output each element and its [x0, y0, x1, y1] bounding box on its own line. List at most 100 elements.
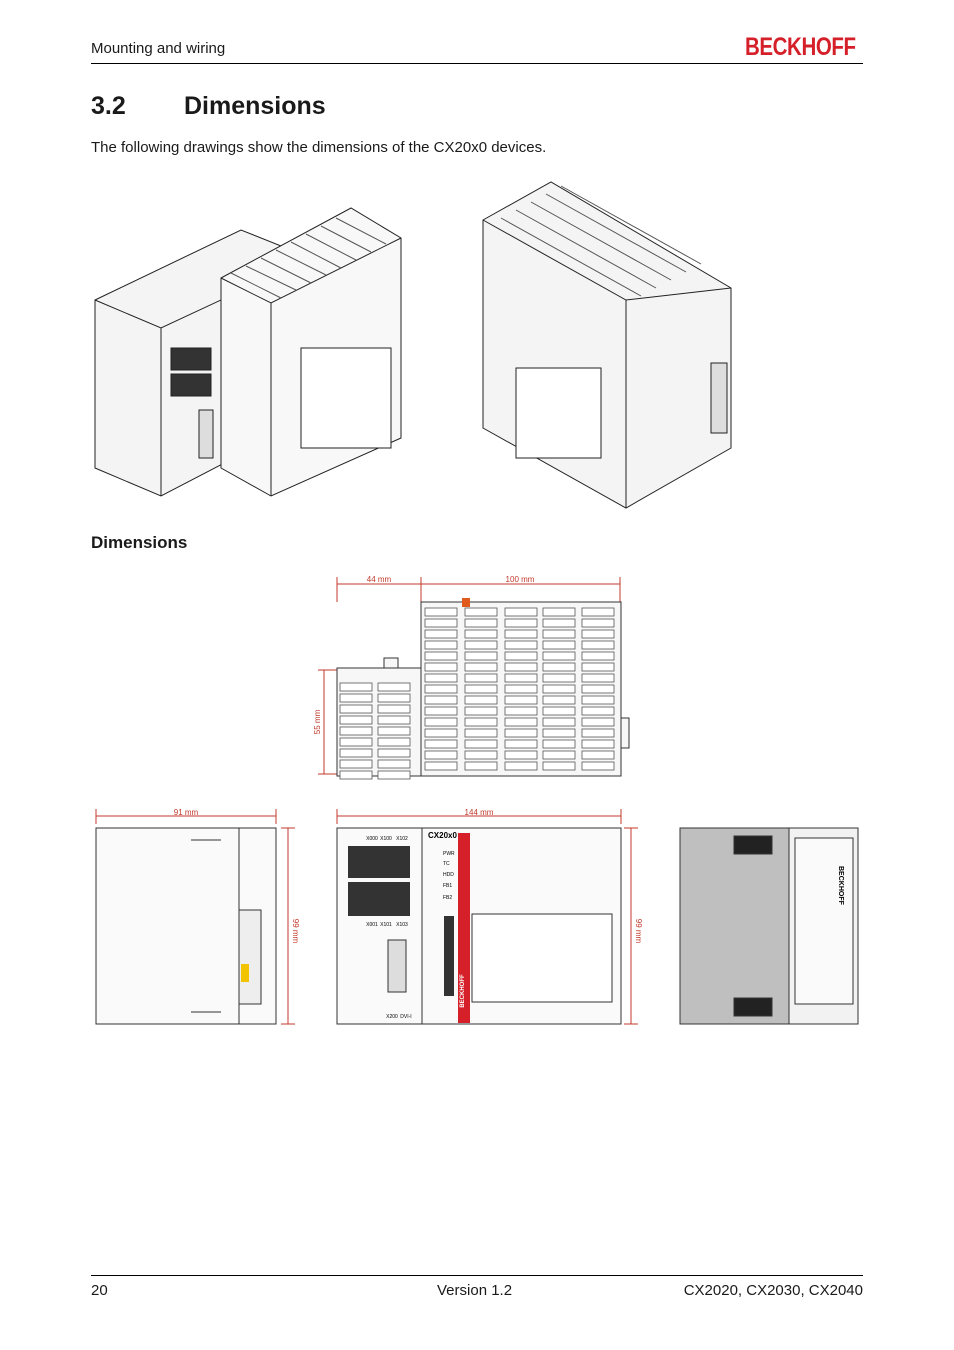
- terminal-slot: [424, 640, 458, 650]
- terminal-slot: [504, 750, 538, 760]
- terminal-slot: [542, 618, 576, 628]
- terminal-slot: [581, 750, 615, 760]
- terminal-slot: [377, 737, 411, 747]
- label-x200: X200: [386, 1014, 398, 1020]
- terminal-slot: [424, 761, 458, 771]
- terminal-slot: [542, 728, 576, 738]
- terminal-slot: [542, 640, 576, 650]
- subheading: Dimensions: [91, 533, 188, 552]
- device-label: CX20x0: [428, 831, 457, 840]
- terminal-slot: [542, 607, 576, 617]
- port-label-x000: X000: [366, 836, 378, 842]
- dim-99mm-front: 99 mm: [634, 919, 643, 944]
- terminal-slot: [424, 717, 458, 727]
- front-view-drawing: 144 mm 99 mm X000 X100 X102 X001 X101 X1…: [336, 808, 643, 1025]
- led-hdd: HDD: [443, 872, 454, 878]
- terminal-slot: [581, 662, 615, 672]
- terminal-slot: [504, 695, 538, 705]
- led-fb2: FB2: [443, 895, 452, 901]
- header-rule: [91, 63, 863, 64]
- terminal-slot: [424, 695, 458, 705]
- terminal-slot: [377, 726, 411, 736]
- terminal-slot: [504, 717, 538, 727]
- header-section-name: Mounting and wiring: [91, 40, 226, 57]
- port-label-x103: X103: [396, 922, 408, 928]
- terminal-slot: [377, 682, 411, 692]
- dim-100mm: 100 mm: [506, 575, 535, 584]
- terminal-slot: [542, 739, 576, 749]
- isometric-rear-drawing: [482, 181, 732, 509]
- terminal-slot: [542, 695, 576, 705]
- footer-product: CX2020, CX2030, CX2040: [683, 1282, 863, 1299]
- section-title: Dimensions: [184, 92, 326, 120]
- terminal-slot: [542, 651, 576, 661]
- terminal-slot: [504, 673, 538, 683]
- terminal-slot: [542, 673, 576, 683]
- terminal-slot: [504, 706, 538, 716]
- terminal-slot: [424, 618, 458, 628]
- port-label-x102: X102: [396, 836, 408, 842]
- terminal-slot: [542, 684, 576, 694]
- dim-55mm: 55 mm: [313, 709, 322, 734]
- footer-rule: [91, 1275, 863, 1276]
- terminal-slot: [424, 673, 458, 683]
- led-tc: TC: [443, 861, 450, 867]
- terminal-slot: [464, 706, 498, 716]
- port-label-x100: X100: [380, 836, 392, 842]
- terminal-slot: [377, 704, 411, 714]
- terminal-slot: [581, 651, 615, 661]
- terminal-slot: [424, 651, 458, 661]
- terminal-slot: [504, 662, 538, 672]
- terminal-slot: [581, 695, 615, 705]
- terminal-slot: [542, 629, 576, 639]
- terminal-slot: [581, 618, 615, 628]
- terminal-slot: [464, 761, 498, 771]
- terminal-slot: [464, 728, 498, 738]
- terminal-slot: [581, 684, 615, 694]
- terminal-slot: [464, 662, 498, 672]
- terminal-slot: [424, 684, 458, 694]
- terminal-slot: [339, 715, 373, 725]
- terminal-slot: [542, 662, 576, 672]
- terminal-slot: [464, 750, 498, 760]
- terminal-slot: [504, 640, 538, 650]
- terminal-slot: [464, 607, 498, 617]
- terminal-slot: [424, 607, 458, 617]
- terminal-slot: [504, 629, 538, 639]
- top-view-drawing: 44 mm 100 mm 55 mm: [313, 575, 630, 780]
- terminal-slot: [464, 629, 498, 639]
- terminal-slot: [424, 662, 458, 672]
- terminal-slot: [581, 739, 615, 749]
- terminal-slot: [464, 673, 498, 683]
- terminal-slot: [581, 640, 615, 650]
- terminal-slot: [504, 618, 538, 628]
- terminal-slot: [581, 673, 615, 683]
- terminal-slot: [339, 748, 373, 758]
- terminal-slot: [542, 761, 576, 771]
- rear-brand: BECKHOFF: [837, 866, 844, 906]
- terminal-slot: [339, 693, 373, 703]
- terminal-slot: [424, 739, 458, 749]
- terminal-slot: [464, 695, 498, 705]
- terminal-slot: [581, 761, 615, 771]
- terminal-slot: [464, 717, 498, 727]
- terminal-slot: [464, 640, 498, 650]
- terminal-slot: [581, 728, 615, 738]
- led-fb1: FB1: [443, 883, 452, 889]
- terminal-slot: [542, 706, 576, 716]
- terminal-slot: [377, 693, 411, 703]
- led-pwr: PWR: [443, 851, 455, 857]
- terminal-slot: [581, 607, 615, 617]
- terminal-slot: [377, 748, 411, 758]
- terminal-slot: [377, 770, 411, 780]
- footer-version: Version 1.2: [437, 1282, 513, 1299]
- intro-text: The following drawings show the dimensio…: [91, 139, 547, 156]
- terminal-slot: [339, 704, 373, 714]
- terminal-slot: [581, 706, 615, 716]
- page-number: 20: [91, 1282, 108, 1299]
- terminal-slot: [377, 715, 411, 725]
- terminal-slot: [464, 739, 498, 749]
- terminal-slot: [464, 684, 498, 694]
- terminal-slot: [339, 726, 373, 736]
- terminal-slot: [339, 770, 373, 780]
